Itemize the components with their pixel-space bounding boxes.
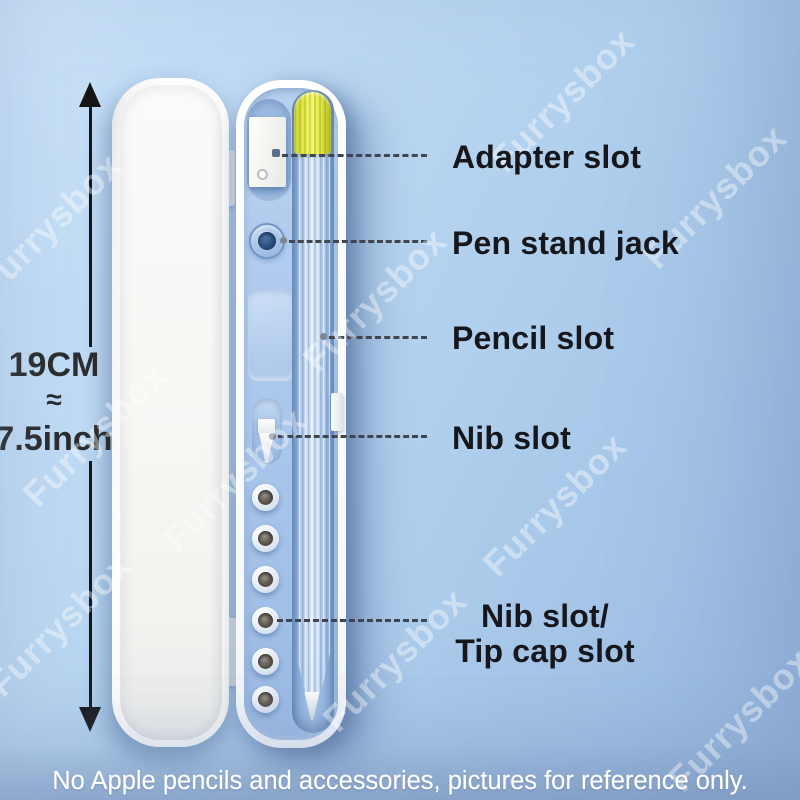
tip-cap-hole-5 (252, 648, 279, 675)
measurement-inch: 7.5inch (0, 420, 113, 458)
tip-cap-hole-4 (252, 607, 279, 634)
tip-cap-hole-6 (252, 686, 279, 713)
arrow-shaft-bottom (89, 461, 92, 708)
watermark-text: Furrysbox (0, 144, 130, 305)
callout-line-nib-tip-cap (277, 619, 427, 622)
callout-label-nib-tip-cap-slot: Nib slot/ Tip cap slot (446, 599, 644, 669)
callout-dot-pen-stand (280, 237, 287, 244)
bottom-shade (0, 745, 800, 800)
callout-label-nib-tip-cap-line2: Tip cap slot (455, 633, 635, 669)
tip-cap-hole-6-center (258, 692, 273, 707)
case-lid-inner-face (120, 85, 222, 740)
callout-line-adapter (282, 154, 427, 157)
case-lid (112, 78, 229, 747)
arrow-down-icon (79, 707, 101, 732)
tip-cap-hole-5-center (258, 654, 273, 669)
pencil-body (296, 140, 330, 692)
pencil-slot-recess (248, 289, 294, 381)
callout-label-nib-slot: Nib slot (452, 420, 571, 456)
arrow-shaft-top (89, 105, 92, 347)
callout-line-pencil (329, 336, 427, 339)
adapter-block (249, 117, 286, 187)
measurement-cm: 19CM (8, 346, 100, 384)
callout-label-pen-stand-jack: Pen stand jack (452, 225, 679, 261)
callout-line-pen-stand (289, 240, 427, 243)
callout-label-nib-tip-cap-line1: Nib slot/ (480, 598, 610, 634)
adapter-hole-detail (257, 169, 268, 180)
callout-dot-nib (269, 433, 276, 440)
tip-cap-hole-1 (252, 484, 279, 511)
tip-cap-hole-4-center (258, 613, 273, 628)
adapter-pin-detail (272, 149, 280, 157)
callout-dot-pencil (320, 333, 327, 340)
tip-cap-hole-1-center (258, 490, 273, 505)
callout-label-pencil-slot: Pencil slot (452, 320, 615, 356)
case-latch (331, 393, 343, 431)
disclaimer-text: No Apple pencils and accessories, pictur… (52, 767, 748, 795)
nib-cap (258, 419, 275, 433)
pencil-cap-yellow (294, 92, 331, 154)
lid-hinge-tab-top (226, 150, 235, 206)
tip-cap-hole-3-center (258, 572, 273, 587)
callout-line-nib (278, 435, 427, 438)
tip-cap-hole-3 (252, 566, 279, 593)
tip-cap-hole-2-center (258, 531, 273, 546)
tip-cap-hole-2 (252, 525, 279, 552)
pen-stand-jack (249, 223, 285, 259)
pen-stand-jack-hole (258, 232, 276, 250)
measurement-approx-symbol: ≈ (46, 384, 62, 415)
callout-label-adapter-slot: Adapter slot (452, 139, 642, 175)
arrow-up-icon (79, 82, 101, 107)
case-base (236, 80, 346, 748)
